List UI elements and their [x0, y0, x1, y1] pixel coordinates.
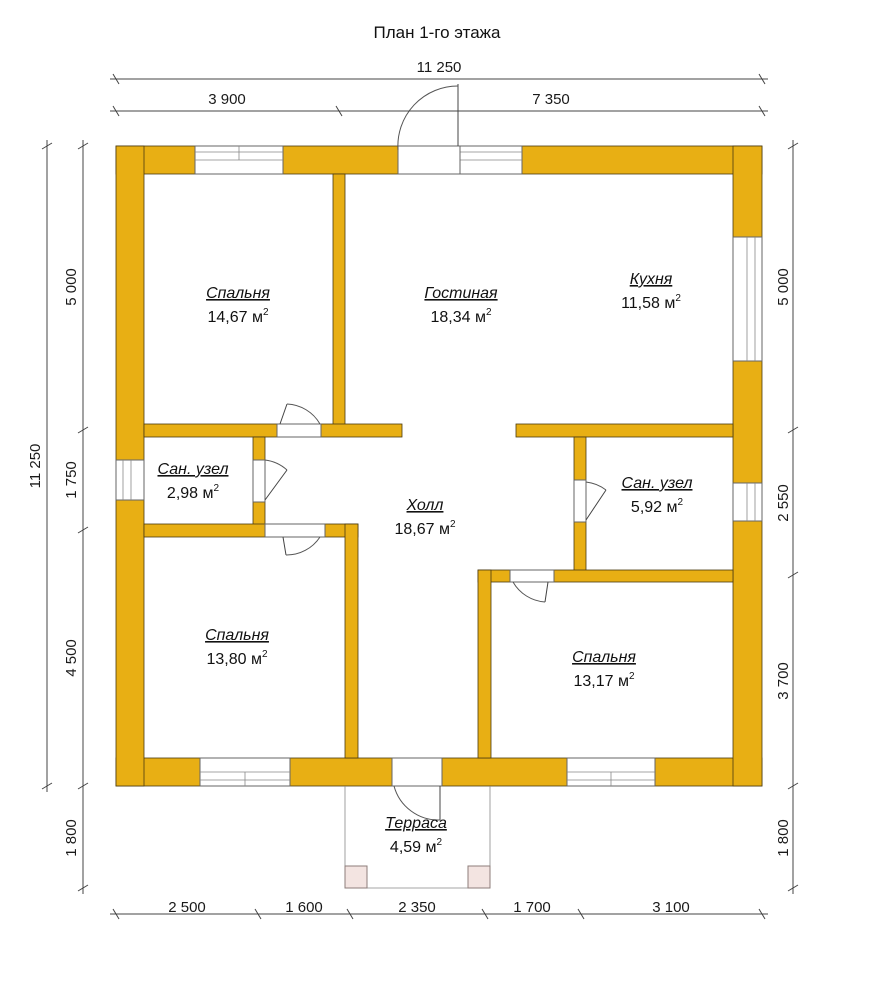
dim-bottom-2: 1 600	[285, 899, 323, 916]
dim-left-total: 11 250	[27, 444, 44, 489]
plan-title: План 1-го этажа	[373, 23, 501, 42]
dimension-labels: 11 250 3 900 7 350 11 250 5 000 1 750 4 …	[27, 59, 792, 916]
dim-bottom-4: 1 700	[513, 899, 551, 916]
dim-bottom-5: 3 100	[652, 899, 690, 916]
room-area-terrace: 4,59 м2	[390, 837, 443, 856]
room-area-wc-right: 5,92 м2	[631, 497, 684, 516]
room-area-wc-left: 2,98 м2	[167, 483, 220, 502]
dim-right-1: 5 000	[775, 268, 792, 306]
room-area-bedroom-sw: 13,80 м2	[206, 649, 267, 668]
dim-top-left: 3 900	[208, 91, 246, 108]
room-name-wc-right: Сан. узел	[622, 475, 693, 492]
dim-left-3: 4 500	[63, 639, 80, 677]
room-area-bedroom-se: 13,17 м2	[573, 671, 634, 690]
dim-bottom-1: 2 500	[168, 899, 206, 916]
terrace	[344, 786, 491, 889]
room-area-bedroom-nw: 14,67 м2	[207, 307, 268, 326]
dim-left-2: 1 750	[63, 461, 80, 499]
dimension-lines	[41, 73, 799, 920]
room-area-hall: 18,67 м2	[394, 519, 455, 538]
windows	[115, 145, 763, 787]
room-area-kitchen: 11,58 м2	[621, 293, 681, 312]
doors	[252, 84, 607, 821]
dim-top-right: 7 350	[532, 91, 570, 108]
room-name-terrace: Терраса	[385, 815, 447, 832]
room-name-bedroom-se: Спальня	[572, 649, 636, 666]
dim-right-2: 2 550	[775, 484, 792, 522]
dim-bottom-3: 2 350	[398, 899, 436, 916]
room-area-living: 18,34 м2	[430, 307, 491, 326]
room-name-living: Гостиная	[424, 285, 498, 302]
dim-top-total: 11 250	[417, 59, 462, 76]
dim-left-1: 5 000	[63, 268, 80, 306]
room-name-wc-left: Сан. узел	[158, 461, 229, 478]
room-labels: Спальня 14,67 м2 Гостиная 18,34 м2 Кухня…	[158, 271, 693, 856]
terrace-post-left	[344, 865, 368, 889]
room-name-bedroom-sw: Спальня	[205, 627, 269, 644]
dim-right-4: 1 800	[775, 819, 792, 857]
terrace-post-right	[467, 865, 491, 889]
dim-left-4: 1 800	[63, 819, 80, 857]
dim-right-3: 3 700	[775, 662, 792, 700]
room-name-hall: Холл	[406, 497, 444, 514]
room-name-bedroom-nw: Спальня	[206, 285, 270, 302]
room-name-kitchen: Кухня	[630, 271, 673, 288]
